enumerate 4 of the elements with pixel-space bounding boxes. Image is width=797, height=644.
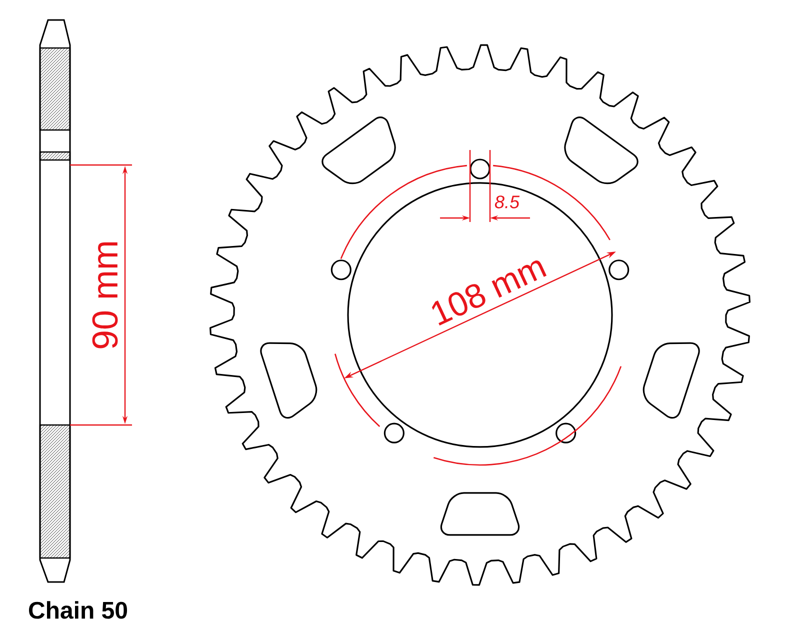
chain-label: Chain 50 bbox=[28, 601, 128, 619]
dimension-label: 90 mm bbox=[90, 238, 120, 352]
dimension-label: 8.5 bbox=[494, 196, 520, 208]
dimension-label: 108 mm bbox=[424, 250, 552, 330]
